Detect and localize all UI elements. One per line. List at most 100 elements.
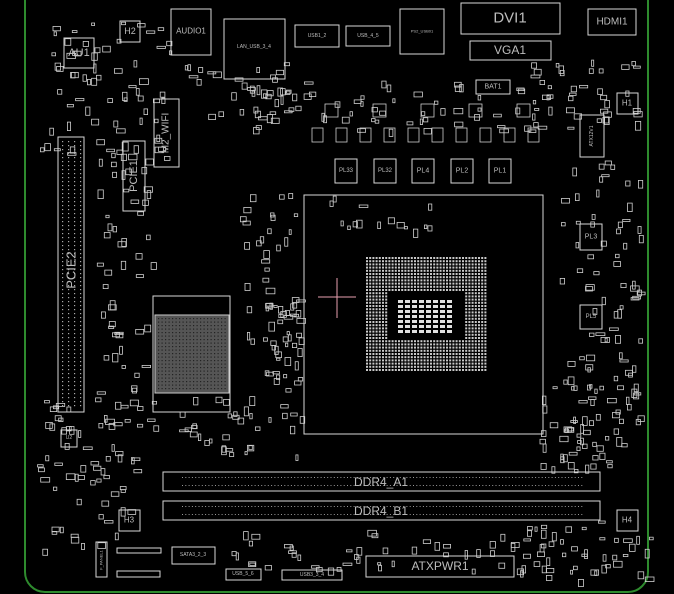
pin xyxy=(515,477,517,478)
pin xyxy=(80,377,82,379)
smd-part xyxy=(192,423,198,429)
smd-part xyxy=(115,401,122,410)
inductor-pl1[interactable]: PL1 xyxy=(488,158,512,184)
pad xyxy=(446,285,448,288)
pad xyxy=(423,356,426,359)
pin xyxy=(475,506,477,507)
inductor-pl3[interactable]: PL3 xyxy=(579,223,603,251)
connector-usb-5-6[interactable]: USB_5_6 xyxy=(225,568,262,581)
smd-part xyxy=(108,422,116,430)
component-lan-usb[interactable]: LAN_USB_3_4 xyxy=(223,18,286,80)
ball xyxy=(210,349,212,351)
pin xyxy=(518,514,520,515)
pad xyxy=(404,346,407,349)
component-audio1[interactable]: AUDIO1 xyxy=(170,8,212,56)
ball xyxy=(179,339,181,341)
pin xyxy=(68,309,70,311)
pin xyxy=(432,477,434,478)
pad xyxy=(369,369,372,371)
pad xyxy=(449,269,452,272)
component-m2-wifi[interactable]: M2_WIFI xyxy=(153,98,180,168)
smd-part xyxy=(104,520,114,524)
connector-atxpwr1[interactable]: ATXPWR1 xyxy=(365,555,515,578)
pad xyxy=(382,263,384,266)
smd-part xyxy=(246,331,251,341)
pin xyxy=(376,485,378,486)
pin xyxy=(68,405,70,407)
component-h1[interactable]: H1 xyxy=(616,92,639,115)
header-connector[interactable] xyxy=(116,547,162,554)
component-vga1[interactable]: VGA1 xyxy=(469,40,552,61)
smd-part xyxy=(233,411,238,417)
component-usb1-2[interactable]: USB1_2 xyxy=(294,24,340,48)
component-h2[interactable]: H2 xyxy=(119,20,141,43)
pad xyxy=(410,340,413,343)
component-h3[interactable]: H3 xyxy=(118,509,141,532)
pin xyxy=(353,485,355,486)
pad xyxy=(369,305,372,307)
ball xyxy=(207,363,209,365)
pin xyxy=(234,485,236,486)
pad xyxy=(398,330,403,333)
ball xyxy=(203,339,205,341)
pin xyxy=(574,477,576,478)
cpu-socket[interactable] xyxy=(303,194,544,435)
ball xyxy=(221,328,223,330)
connector-f-panel1[interactable]: F_PANEL1 xyxy=(95,541,108,578)
pin xyxy=(399,514,401,515)
pin xyxy=(370,506,372,507)
component-u2[interactable]: U2 xyxy=(60,429,78,448)
dimm-ddr4-b1[interactable]: DDR4_B1 xyxy=(162,500,601,521)
smd-part xyxy=(489,541,496,549)
component-pcie2[interactable]: PCIE2 xyxy=(57,136,85,413)
connector-usb3-3-4[interactable]: USB3_3_4 xyxy=(281,569,343,581)
ball xyxy=(168,318,170,320)
smd-part xyxy=(121,238,127,247)
pin xyxy=(416,485,418,486)
component-ps2-usb[interactable]: PS2_USB01 xyxy=(399,8,445,55)
smd-part xyxy=(623,538,633,543)
ball xyxy=(196,335,198,337)
crosshair-cursor xyxy=(318,278,356,318)
component-atx12v1[interactable]: ATX12V1 xyxy=(579,114,605,158)
mosfet xyxy=(311,127,324,143)
pad xyxy=(462,369,464,371)
component-au1[interactable]: AU1 xyxy=(63,37,95,69)
ball xyxy=(224,325,226,327)
component-dvi1[interactable]: DVI1 xyxy=(460,2,561,35)
smd-part xyxy=(530,74,541,79)
ball xyxy=(196,370,198,372)
inductor-pl32[interactable]: PL32 xyxy=(373,158,397,184)
ball xyxy=(203,342,205,344)
connector-sata[interactable]: SATA3_2_3 xyxy=(171,546,216,565)
pad xyxy=(449,260,452,263)
pin xyxy=(68,157,70,159)
component-hdmi1[interactable]: HDMI1 xyxy=(587,8,637,36)
pin xyxy=(80,405,82,407)
dimm-ddr4-a1[interactable]: DDR4_A1 xyxy=(162,471,601,492)
inductor-pl2[interactable]: PL2 xyxy=(450,158,474,184)
component-usb-4-5[interactable]: USB_4_5 xyxy=(345,25,391,47)
ball xyxy=(168,353,170,355)
pad xyxy=(449,266,452,269)
inductor-pl4[interactable]: PL4 xyxy=(411,158,435,184)
component-pcie1[interactable]: PCIE1 xyxy=(122,140,146,212)
header-connector[interactable] xyxy=(116,570,161,578)
component-h4[interactable]: H4 xyxy=(616,509,639,532)
pad xyxy=(420,289,423,291)
pad xyxy=(458,285,461,288)
chipset[interactable] xyxy=(152,295,231,413)
component-bat1[interactable]: BAT1 xyxy=(475,79,511,95)
ball xyxy=(200,360,202,362)
smd-part xyxy=(278,314,284,318)
ball xyxy=(214,374,216,376)
inductor-pl33[interactable]: PL33 xyxy=(334,158,358,184)
pin xyxy=(515,485,517,486)
pad xyxy=(430,279,432,282)
smd-part xyxy=(568,95,574,102)
pad xyxy=(455,289,458,291)
inductor-pl5[interactable]: PL5 xyxy=(579,304,603,330)
pin xyxy=(62,397,64,399)
pad xyxy=(423,369,426,371)
